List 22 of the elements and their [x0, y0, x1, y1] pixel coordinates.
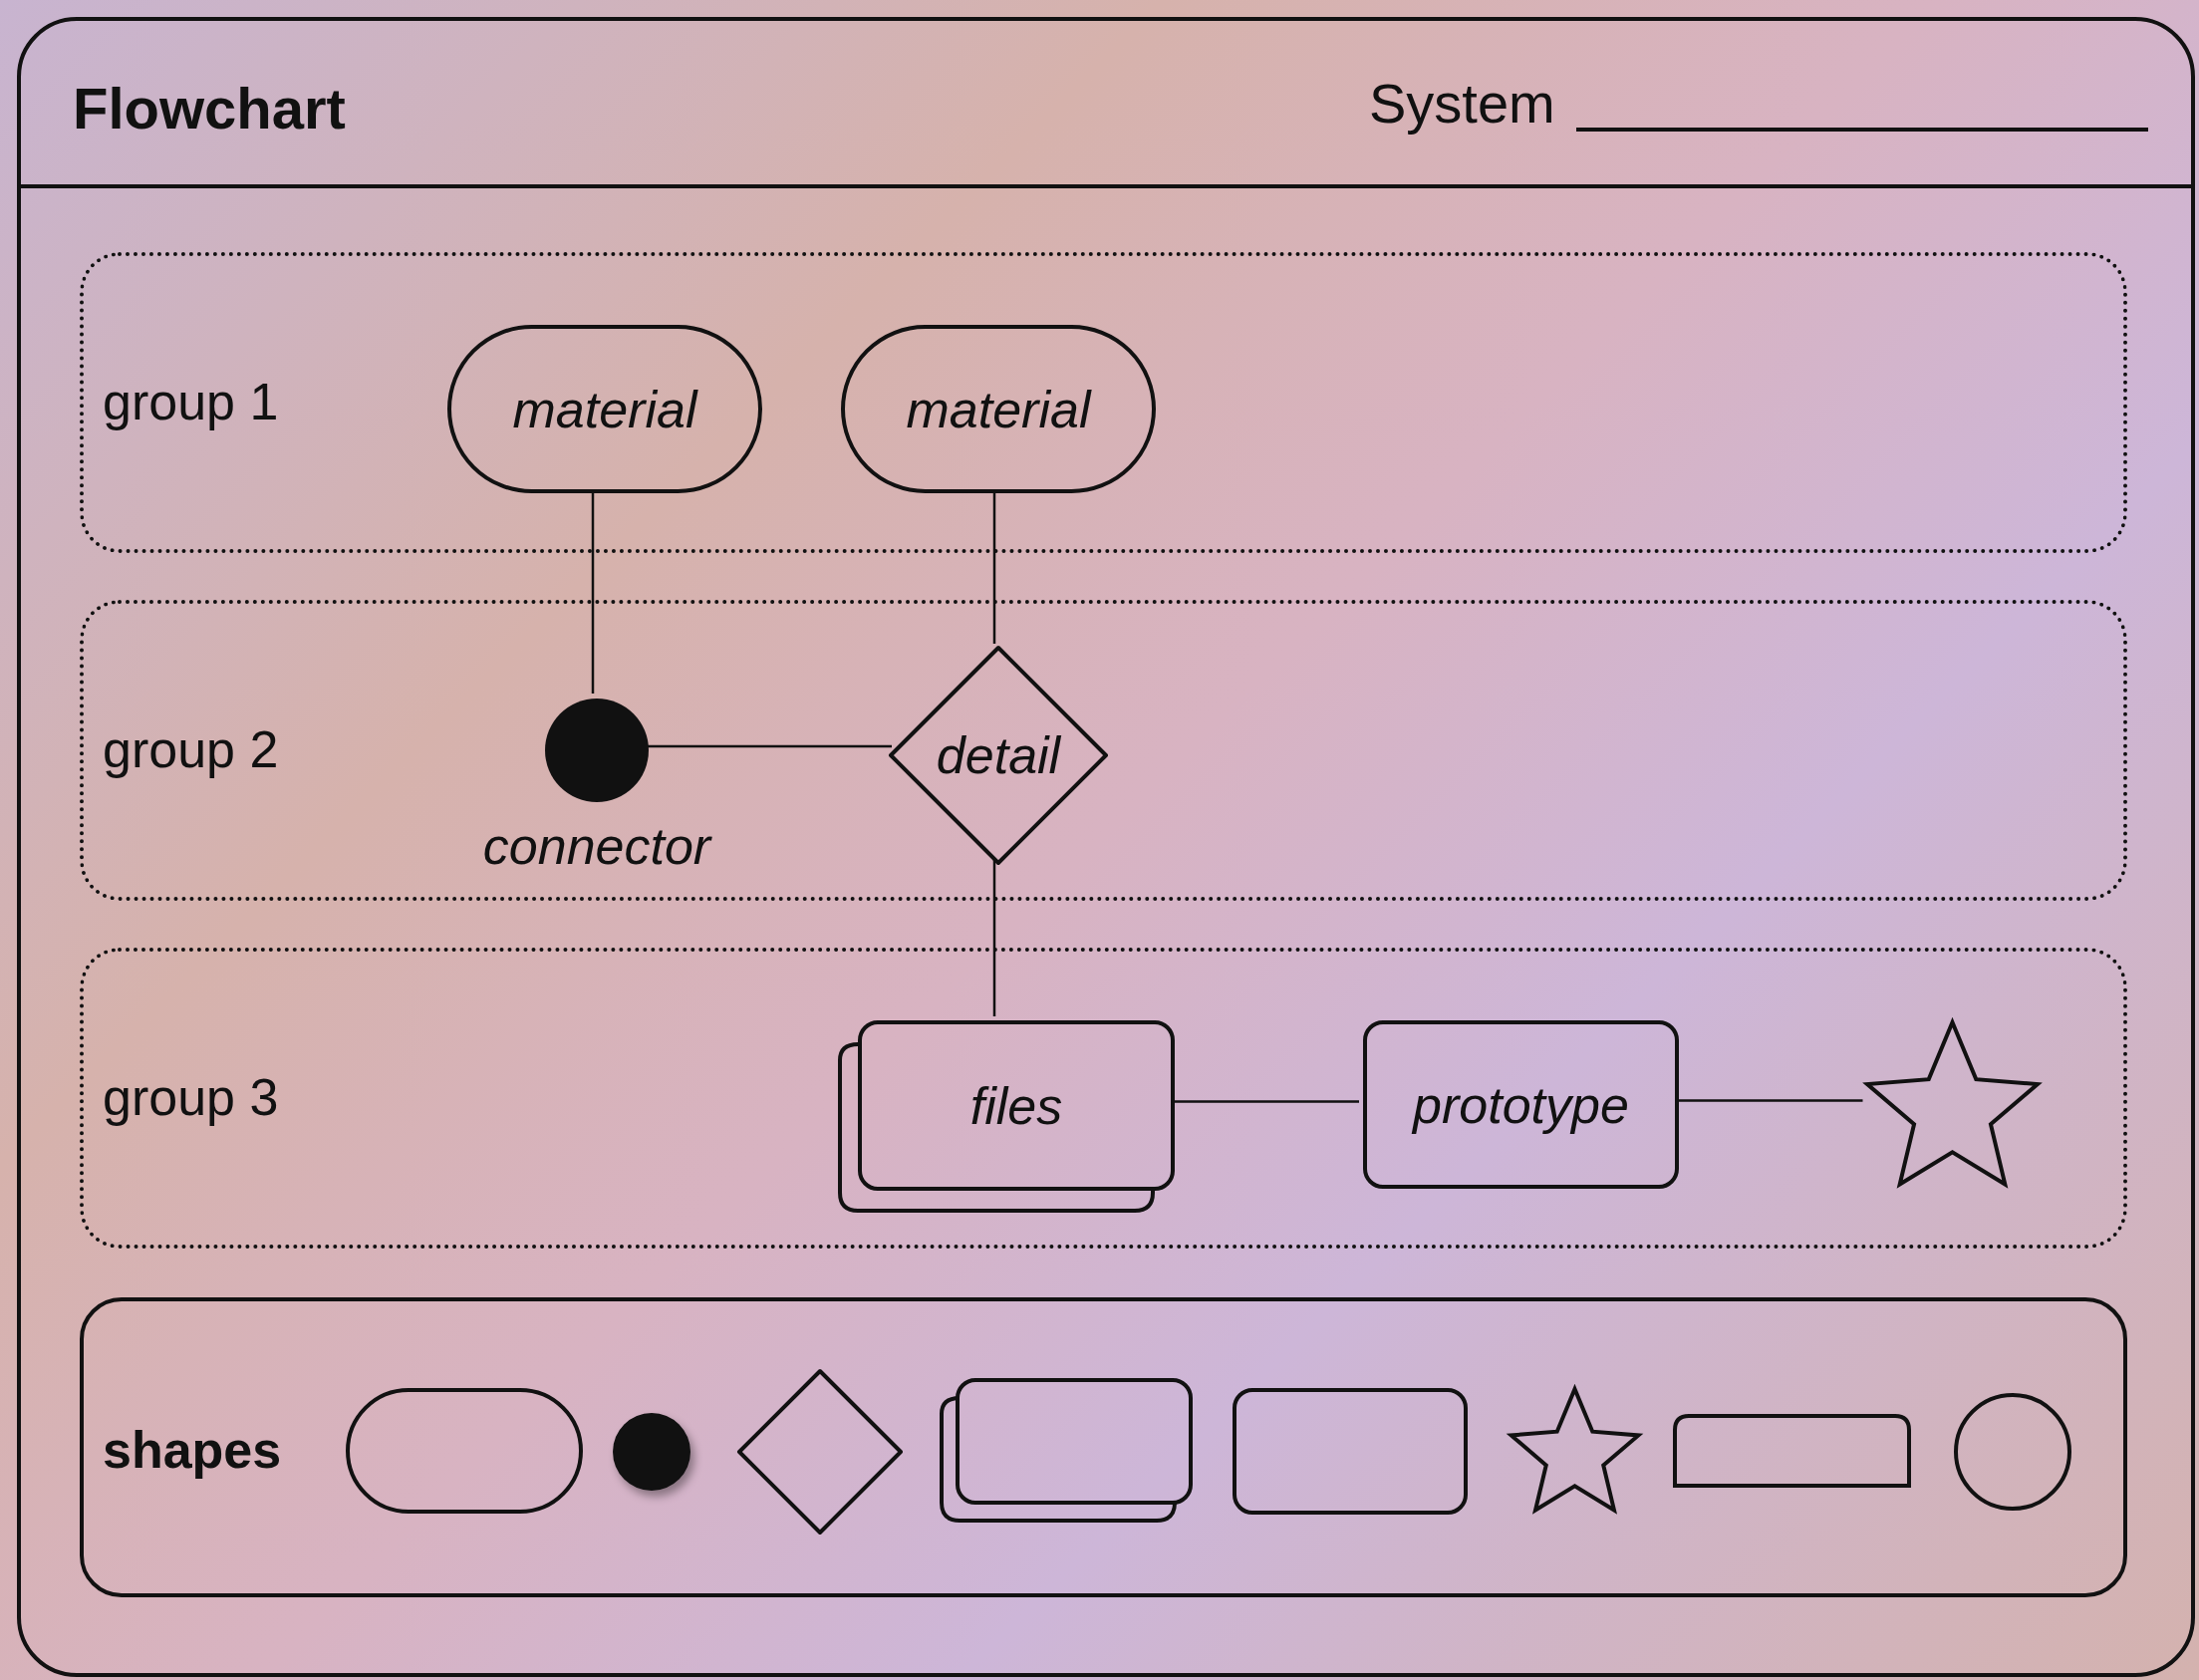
- group-band: [80, 948, 2127, 1249]
- terminal-shape: [841, 325, 1156, 493]
- pill-shape: [346, 1388, 583, 1514]
- connector-line: [992, 859, 996, 1016]
- process-box: [1363, 1020, 1679, 1189]
- node-label: material: [511, 379, 699, 440]
- node-label: connector: [481, 816, 713, 877]
- connector-line: [1173, 1100, 1359, 1103]
- panel-label: shapes: [103, 1419, 282, 1481]
- group-band: [80, 600, 2127, 901]
- group-label: group 1: [103, 372, 279, 432]
- group-label: group 2: [103, 719, 279, 780]
- node-label: material: [905, 379, 1093, 440]
- node-label: detail: [935, 725, 1062, 786]
- node-label: prototype: [1410, 1074, 1630, 1136]
- terminal-shape: [447, 325, 762, 493]
- group-label: group 3: [103, 1067, 279, 1128]
- title: Flowchart: [73, 80, 346, 138]
- group-band: [80, 252, 2127, 553]
- shapes-panel: [80, 1297, 2127, 1597]
- node-label: files: [968, 1075, 1064, 1137]
- rectangle-shape: [1233, 1388, 1468, 1515]
